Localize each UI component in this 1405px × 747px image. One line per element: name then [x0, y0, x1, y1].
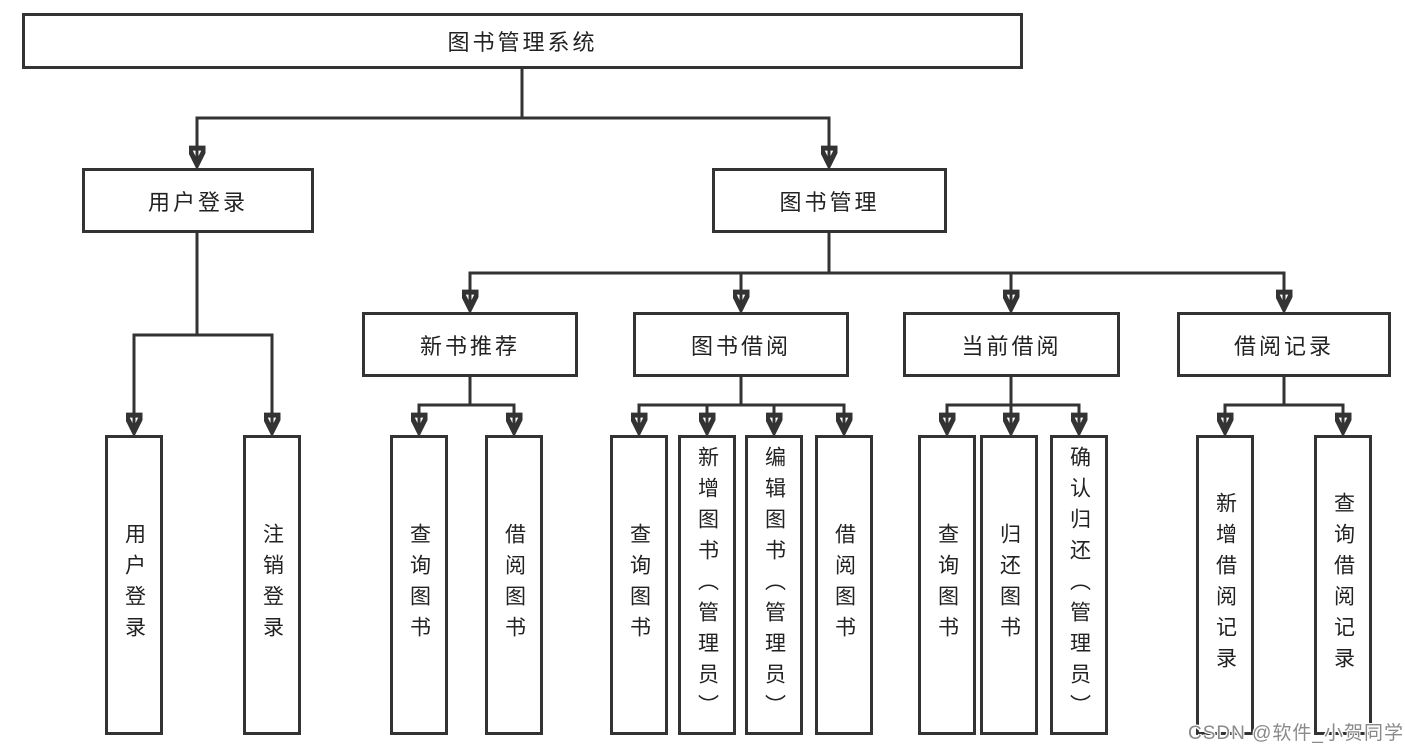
- leaf-return-book: 归还图书: [980, 435, 1038, 735]
- leaf-return-book-label: 归还图书: [997, 523, 1021, 647]
- node-book-management: 图书管理: [712, 168, 947, 233]
- connector-user-login-children: [134, 231, 272, 430]
- node-root: 图书管理系统: [22, 13, 1023, 69]
- node-current-borrow: 当前借阅: [903, 312, 1120, 377]
- node-root-label: 图书管理系统: [447, 30, 598, 55]
- connector-book-borrow-children: [639, 375, 844, 430]
- leaf-query-book-current-label: 查询图书: [935, 523, 959, 647]
- node-user-login: 用户登录: [82, 168, 314, 233]
- node-new-book-recommend-label: 新书推荐: [419, 333, 520, 359]
- node-book-borrow-label: 图书借阅: [690, 333, 791, 359]
- node-book-borrow: 图书借阅: [633, 312, 849, 377]
- leaf-query-borrow-record: 查询借阅记录: [1314, 435, 1372, 735]
- leaf-query-book-current: 查询图书: [918, 435, 976, 735]
- connector-current-borrow-children: [947, 375, 1079, 430]
- leaf-query-book-recommend-label: 查询图书: [407, 523, 431, 647]
- node-new-book-recommend: 新书推荐: [362, 312, 578, 377]
- connector-book-management-to-level3: [470, 231, 1284, 307]
- leaf-borrow-book-recommend-label: 借阅图书: [502, 523, 526, 647]
- leaf-add-borrow-record: 新增借阅记录: [1196, 435, 1254, 735]
- node-book-management-label: 图书管理: [779, 189, 880, 215]
- node-user-login-label: 用户登录: [147, 189, 248, 215]
- leaf-query-borrow-record-label: 查询借阅记录: [1331, 492, 1355, 678]
- connector-borrow-record-children: [1225, 375, 1343, 430]
- node-borrow-record: 借阅记录: [1177, 312, 1391, 377]
- leaf-add-book-admin-label: 新增图书（管理员）: [695, 445, 719, 725]
- leaf-borrow-book-borrow-label: 借阅图书: [832, 523, 856, 647]
- leaf-query-book-recommend: 查询图书: [390, 435, 448, 735]
- leaf-confirm-return-admin: 确认归还（管理员）: [1050, 435, 1108, 735]
- connector-root-to-level2: [197, 67, 829, 163]
- leaf-add-book-admin: 新增图书（管理员）: [678, 435, 736, 735]
- leaf-borrow-book-recommend: 借阅图书: [485, 435, 543, 735]
- leaf-edit-book-admin-label: 编辑图书（管理员）: [762, 445, 786, 725]
- leaf-confirm-return-admin-label: 确认归还（管理员）: [1067, 445, 1091, 725]
- node-current-borrow-label: 当前借阅: [961, 333, 1062, 359]
- leaf-user-login: 用户登录: [105, 435, 163, 735]
- leaf-query-book-borrow-label: 查询图书: [627, 523, 651, 647]
- leaf-borrow-book-borrow: 借阅图书: [815, 435, 873, 735]
- leaf-logout-label: 注销登录: [260, 523, 284, 647]
- leaf-query-book-borrow: 查询图书: [610, 435, 668, 735]
- node-borrow-record-label: 借阅记录: [1233, 333, 1334, 359]
- leaf-edit-book-admin: 编辑图书（管理员）: [745, 435, 803, 735]
- leaf-user-login-label: 用户登录: [122, 523, 146, 647]
- leaf-logout: 注销登录: [243, 435, 301, 735]
- csdn-watermark: CSDN @软件_小贺同学: [1188, 723, 1404, 744]
- connector-new-book-recommend-children: [419, 375, 514, 430]
- leaf-add-borrow-record-label: 新增借阅记录: [1213, 492, 1237, 678]
